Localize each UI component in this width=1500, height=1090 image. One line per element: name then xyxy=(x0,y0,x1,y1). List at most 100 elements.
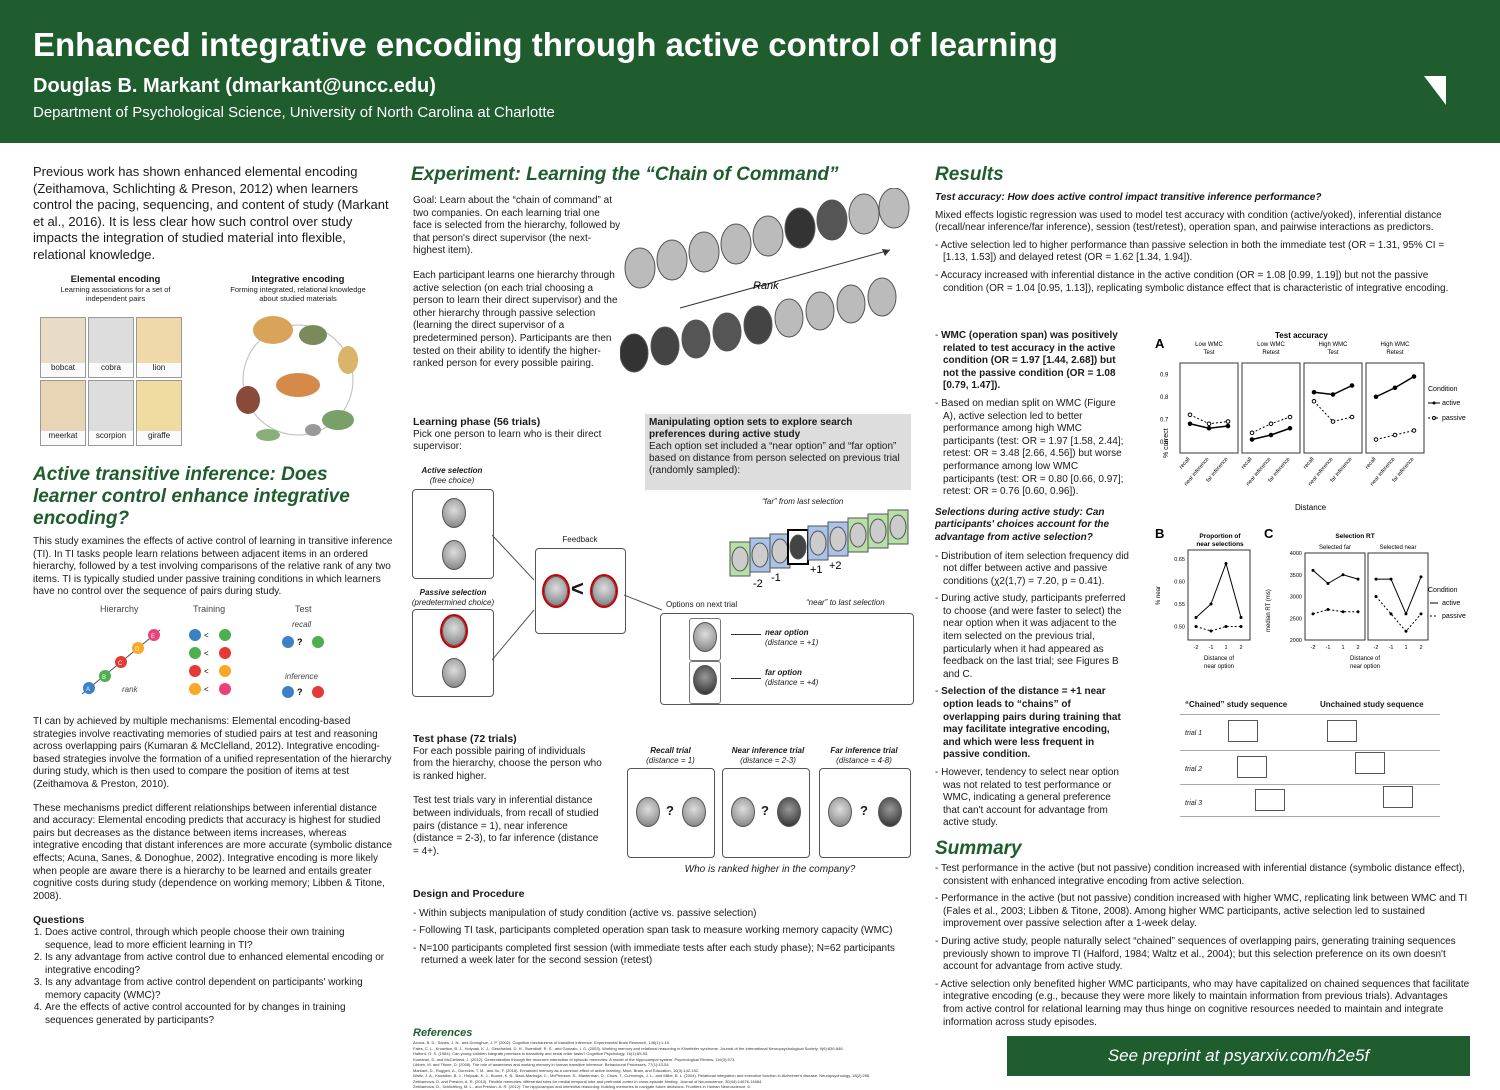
legend-active: active xyxy=(1442,400,1460,407)
hierarchy-diagram: Hierarchy Training Test A B C D E rank <… xyxy=(81,604,324,698)
manipulation-panel: Manipulating option sets to explore sear… xyxy=(645,414,911,490)
dist-label: -1 xyxy=(771,572,781,584)
reference-item: Halford, G. S. (1984). Can young childre… xyxy=(413,1051,649,1056)
passive-selection-label: Passive selection(predetermined choice) xyxy=(411,588,495,607)
options-next-box: near option(distance = +1) far option(di… xyxy=(660,613,914,705)
x-tick-label: 2 xyxy=(1356,645,1359,651)
question-item: Is any advantage from active control due… xyxy=(45,952,393,977)
panel-title: High WMC xyxy=(1380,342,1410,348)
university-logo-icon xyxy=(1424,76,1446,105)
passive-point xyxy=(1374,595,1378,598)
trial-label: trial 3 xyxy=(1185,800,1203,807)
reference-item: Markant, D., Ruggeri, A., Gureckis, T. M… xyxy=(413,1067,700,1073)
learning-title: Learning phase (56 trials) xyxy=(413,416,541,428)
panel-title: Retest xyxy=(1262,350,1280,356)
x-tick-label: recall xyxy=(1178,456,1191,470)
design-item: - Following TI task, participants comple… xyxy=(413,925,893,937)
svg-text:C: C xyxy=(118,661,123,667)
design-item: - Within subjects manipulation of study … xyxy=(413,907,757,919)
x-tick-label: recall xyxy=(1302,456,1315,470)
svg-text:<: < xyxy=(204,631,209,640)
y-tick-label: 0.60 xyxy=(1174,580,1185,586)
passive-point xyxy=(1392,432,1398,438)
figure-c-ylabel: median RT (ms) xyxy=(1266,589,1272,632)
references-title: References xyxy=(413,1027,473,1039)
active-point xyxy=(1419,575,1423,579)
manipulation-text: Each option set included a “near option”… xyxy=(649,441,900,476)
passive-point xyxy=(1239,625,1243,628)
active-point xyxy=(1326,581,1330,585)
x-tick-label: -1 xyxy=(1389,645,1394,651)
active-point xyxy=(1209,602,1213,606)
passive-point xyxy=(1225,419,1231,424)
far-trial-box: ? xyxy=(819,768,911,858)
reference-item: Waltz, J. A., Knowlton, B. J., Holyoak, … xyxy=(413,1073,871,1078)
result-item: - However, tendency to select near optio… xyxy=(935,767,1119,829)
references: References Acuna, B. D., Sanes, J. N., a… xyxy=(413,1027,903,1090)
panel-frame xyxy=(1179,362,1239,454)
result-item: - Distribution of item selection frequen… xyxy=(935,550,1129,587)
animal-card: giraffe xyxy=(136,380,182,446)
figure-b-title: near selections xyxy=(1196,541,1244,548)
chained-title: “Chained” study sequence xyxy=(1185,700,1288,709)
y-tick-label: 2500 xyxy=(1290,616,1302,622)
design-list: - Within subjects manipulation of study … xyxy=(413,908,903,968)
y-tick-label: 0.65 xyxy=(1174,557,1185,563)
far-from-label: “far” from last selection xyxy=(762,497,844,506)
column-1: Previous work has shown enhanced element… xyxy=(33,164,393,263)
active-line xyxy=(1195,561,1242,618)
active-point xyxy=(1373,394,1379,400)
learning-phase: Learning phase (56 trials) Pick one pers… xyxy=(413,416,623,454)
near-option-label: near option xyxy=(765,628,809,637)
recall-trial-box: ? xyxy=(627,768,715,858)
animal-card: bobcat xyxy=(40,317,86,378)
test-text2: Test test trials vary in inferential dis… xyxy=(413,795,599,857)
figure-b-xlabel: near option xyxy=(1204,664,1234,670)
svg-text:<: < xyxy=(204,649,209,658)
results-list-1: - Active selection led to higher perform… xyxy=(935,240,1470,295)
active-point xyxy=(1411,374,1417,379)
para2: TI can by achieved by multiple mechanism… xyxy=(33,716,392,790)
preprint-link[interactable]: See preprint at psyarxiv.com/h2e5f xyxy=(1107,1046,1370,1065)
legend-passive: passive xyxy=(1442,613,1466,620)
active-selection-box xyxy=(412,489,494,579)
faces-rank-figure: Rank xyxy=(620,188,910,373)
rank-arrow-label: Rank xyxy=(753,280,779,292)
preprint-footer[interactable]: See preprint at psyarxiv.com/h2e5f xyxy=(1007,1036,1470,1076)
active-line xyxy=(1312,570,1359,585)
passive-point xyxy=(1268,421,1274,427)
figure-c-xlabel: Distance of xyxy=(1350,656,1380,662)
summary-title: Summary xyxy=(935,838,1022,859)
section-text: This study examines the effects of activ… xyxy=(33,536,393,598)
training-label: Training xyxy=(193,604,225,614)
passive-point xyxy=(1194,625,1198,628)
hierarchy-label: Hierarchy xyxy=(100,604,139,614)
recall-label: recall xyxy=(292,620,311,629)
question-1: Test accuracy: How does active control i… xyxy=(935,192,1322,203)
test-title: Test phase (72 trials) xyxy=(413,733,517,745)
question-item: Are the effects of active control accoun… xyxy=(45,1002,393,1027)
design-procedure: Design and Procedure - Within subjects m… xyxy=(413,888,903,973)
integrative-title: Integrative encoding xyxy=(251,274,345,285)
svg-text:E: E xyxy=(151,634,155,640)
passive-point xyxy=(1349,414,1355,420)
y-tick-label: 3000 xyxy=(1290,595,1302,601)
near-trial-label: Near inference trial(distance = 2-3) xyxy=(731,746,805,765)
reference-item: Fales, C. L., Knowlton, B. J., Holyoak, … xyxy=(413,1045,844,1051)
animal-card: lion xyxy=(136,317,182,378)
active-point xyxy=(1356,577,1360,581)
results-title: Results xyxy=(935,164,1004,185)
panel-frame xyxy=(1303,362,1363,454)
x-tick-label: -1 xyxy=(1209,645,1214,651)
passive-point xyxy=(1330,419,1336,424)
result-item: - Selection of the distance = +1 near op… xyxy=(935,686,1121,761)
panel-title: Test xyxy=(1203,350,1214,356)
figure-a-legend-title: Condition xyxy=(1428,386,1458,393)
result-item: - Based on median split on WMC (Figure A… xyxy=(935,397,1124,498)
near-trial-box: ? xyxy=(722,768,810,858)
near-to-label: “near” to last selection xyxy=(806,598,885,607)
summary-list: - Test performance in the active (but no… xyxy=(935,863,1470,1029)
dist-label: +1 xyxy=(810,564,823,576)
figure-c-legend-title: Condition xyxy=(1428,587,1458,594)
